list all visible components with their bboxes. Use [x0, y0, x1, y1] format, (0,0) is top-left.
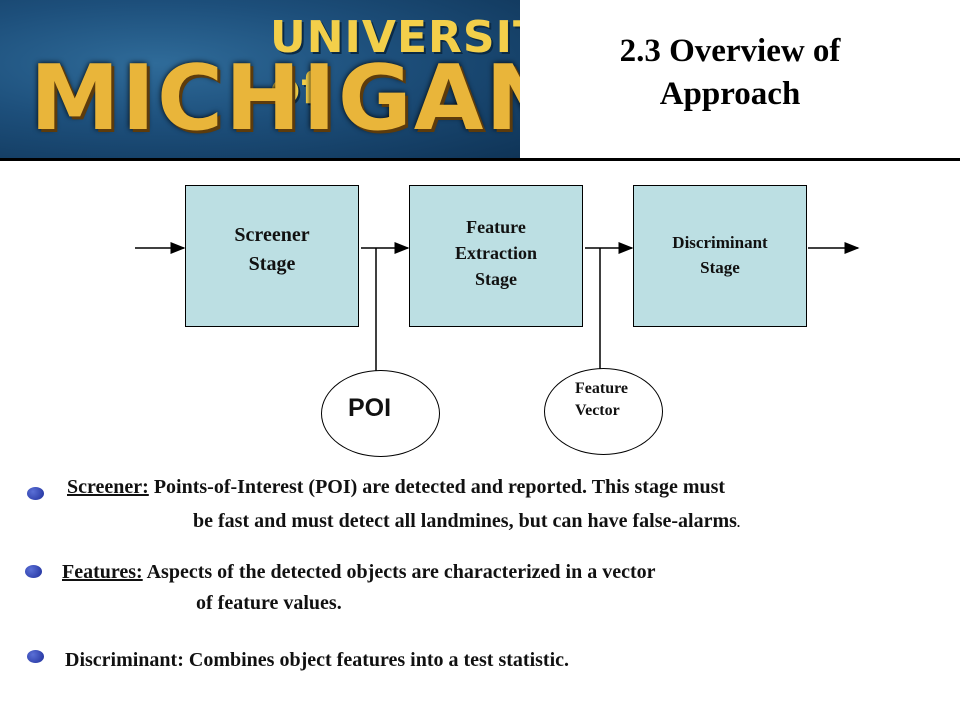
logo-line-1: UNIVERSITY of	[270, 12, 520, 114]
bullet-screener-line: Screener: Points-of-Interest (POI) are d…	[67, 472, 725, 502]
bullet-screener-continuation: be fast and must detect all landmines, b…	[193, 510, 740, 533]
bullet-discriminant-line: Discriminant: Combines object features i…	[65, 645, 569, 675]
screener-cont: be fast and must detect all landmines, b…	[193, 510, 737, 532]
screener-term: Screener:	[67, 476, 149, 498]
logo-line-2: MICHIGAN	[30, 46, 520, 151]
bullet-features-continuation: of feature values.	[196, 592, 342, 614]
feature-extraction-stage-box: Feature Extraction Stage	[409, 185, 583, 327]
bullet-screener-icon	[27, 487, 44, 500]
discriminant-stage-label: Discriminant Stage	[672, 233, 768, 277]
bullet-features-icon	[25, 565, 42, 578]
screener-stage-label: Screener Stage	[234, 224, 310, 275]
bullet-discriminant-icon	[27, 650, 44, 663]
poi-label: POI	[348, 394, 392, 422]
screener-cont-end: .	[736, 515, 741, 530]
features-term: Features:	[62, 561, 143, 583]
screener-stage-box: Screener Stage	[185, 185, 359, 327]
bullet-features-line: Features: Aspects of the detected object…	[62, 557, 656, 587]
feature-extraction-stage-label: Feature Extraction Stage	[455, 217, 537, 290]
university-logo: UNIVERSITY of MICHIGAN	[0, 0, 520, 158]
features-text: Aspects of the detected objects are char…	[142, 561, 656, 583]
title-divider	[0, 158, 960, 161]
slide-title: 2.3 Overview of Approach	[619, 33, 841, 112]
discriminant-term: Discriminant:	[65, 649, 184, 671]
discriminant-text: Combines object features into a test sta…	[183, 649, 570, 671]
discriminant-stage-box: Discriminant Stage	[633, 185, 807, 327]
screener-text: Points-of-Interest (POI) are detected an…	[148, 476, 726, 498]
poi-ellipse: POI	[321, 370, 440, 457]
feature-vector-ellipse: Feature Vector	[544, 368, 663, 455]
feature-vector-label: Feature Vector	[575, 380, 629, 420]
